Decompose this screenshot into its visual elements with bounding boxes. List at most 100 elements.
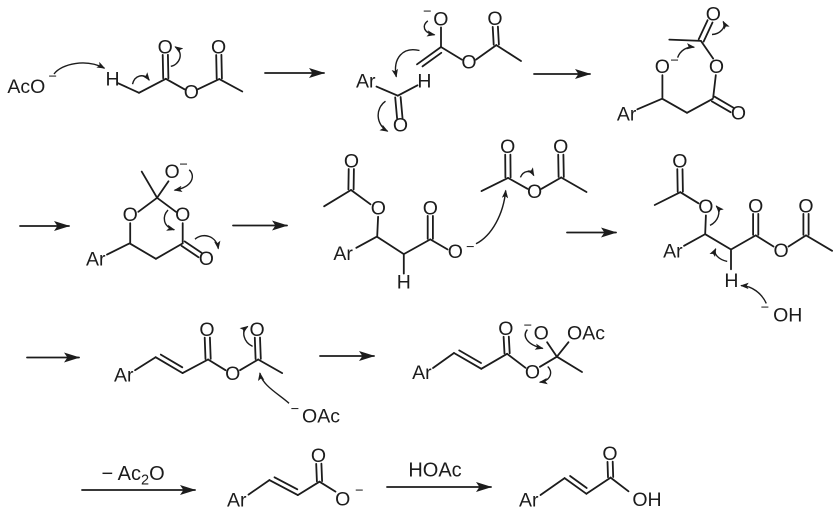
s5-curved-arrow-C-to-Omid: [519, 167, 535, 178]
structure-10-cinnamic-acid: Ar O OH: [519, 443, 662, 511]
bond: [805, 234, 833, 252]
s4-label-O-carbonyl: O: [199, 248, 214, 270]
bond: [668, 38, 702, 42]
s5-label-O-carboxylate: O: [448, 241, 463, 263]
bond: [702, 21, 714, 43]
bond: [606, 460, 609, 479]
bond: [704, 233, 732, 251]
bond: [355, 235, 378, 249]
s8-curved-arrow-CO-to-O: [538, 365, 552, 385]
s6-label-O-carbonyl: O: [748, 195, 763, 217]
bond: [563, 477, 588, 495]
s2-label-O-enolate: O: [433, 9, 448, 31]
bond: [491, 25, 495, 46]
bond: [320, 462, 324, 483]
bond: [268, 479, 299, 497]
s6-label-O-ester: O: [698, 196, 713, 218]
bond: [220, 53, 223, 80]
s1-charge-minus: −: [48, 69, 56, 85]
s6-curved-arrow-OH-to-H: [740, 282, 767, 304]
s7-label-O-acetyl: O: [250, 319, 265, 341]
bond: [495, 44, 522, 62]
s2-label-O-aldehyde: O: [393, 115, 408, 137]
s7-label-acetate: OAc: [302, 406, 340, 428]
s10-label-Ar: Ar: [519, 489, 539, 511]
structure-4-cyclic-alkoxide: O − O O Ar O: [86, 157, 221, 270]
bond: [556, 355, 583, 373]
bond: [585, 476, 612, 495]
s6-label-O-acetyl2: O: [798, 195, 813, 217]
bond: [273, 476, 299, 491]
bond: [207, 358, 227, 372]
bond: [453, 352, 483, 370]
bond: [679, 191, 700, 205]
bond: [154, 242, 184, 260]
bond: [296, 480, 321, 497]
s7-label-O-carbonyl: O: [199, 319, 214, 341]
bond: [507, 176, 529, 190]
bond: [700, 40, 715, 60]
bond: [686, 97, 714, 114]
s4-label-O-ring-left: O: [123, 204, 138, 226]
bond: [556, 341, 570, 358]
bond: [376, 235, 405, 256]
s2-label-Ar: Ar: [356, 70, 376, 92]
s4-label-O-ring-right: O: [175, 204, 190, 226]
s3-label-O-alkoxide: O: [655, 56, 670, 78]
bond: [399, 96, 404, 119]
s5-label-O-ac2o-left: O: [500, 136, 515, 158]
s2-curved-arrow-CC-to-C: [391, 49, 420, 78]
bond: [506, 352, 527, 369]
bond: [560, 176, 588, 193]
s8-curved-arrow-alkoxide-to-C: [524, 329, 544, 350]
bond: [208, 336, 212, 360]
bond: [376, 215, 380, 238]
bond: [683, 233, 706, 247]
structure-1-anhydride-deprotonation: AcO − H O O O: [7, 36, 244, 104]
s4-curved-arrow-alkoxide-to-C: [173, 169, 193, 193]
s5-label-O-ac2o-right: O: [553, 136, 568, 158]
bond: [653, 191, 682, 206]
bond: [507, 335, 511, 355]
bond: [156, 196, 177, 213]
s2-label-O-ester: O: [461, 52, 476, 74]
bond: [704, 214, 707, 235]
bond: [713, 95, 735, 109]
bond: [787, 234, 807, 248]
bond: [546, 341, 558, 358]
bond: [416, 46, 442, 66]
reagent-labels: − Ac2O HOAc: [102, 460, 462, 489]
s6-label-O-anhydride: O: [774, 240, 789, 262]
bond: [502, 335, 506, 355]
s8-label-O-alkoxide: O: [534, 322, 549, 344]
s9-label-O-carboxylate: O: [335, 488, 350, 510]
s4-curved-arrow-ring-O: [163, 209, 176, 231]
s3-charge-minus: −: [670, 53, 678, 69]
s8-charge-minus: −: [524, 318, 532, 334]
bond: [203, 336, 207, 361]
s6-charge-minus-hydroxide: −: [761, 300, 769, 316]
s8-label-OAc: OAc: [567, 322, 605, 344]
bond: [247, 479, 271, 496]
s4-label-O-alkoxide: O: [165, 161, 180, 183]
bond: [375, 85, 399, 97]
bond: [540, 176, 563, 190]
bond: [440, 46, 463, 61]
s8-label-O-ester: O: [525, 362, 540, 384]
s1-label-O-carbonyl1: O: [158, 36, 173, 58]
s1-curved-arrow-CO-to-O: [170, 46, 184, 67]
s7-curved-arrow-CO-to-O: [239, 325, 253, 348]
structure-6-mixed-anhydride-elimination: O O Ar H O O O − OH: [653, 151, 833, 327]
bond: [569, 475, 588, 489]
bond: [253, 336, 257, 361]
bond: [166, 53, 170, 80]
bond: [539, 477, 566, 496]
s5-label-H: H: [397, 272, 411, 294]
bond: [611, 460, 615, 478]
bond: [711, 100, 732, 114]
s6-label-Ar: Ar: [663, 240, 683, 262]
s9-label-O-carbonyl: O: [311, 445, 326, 467]
bond: [712, 74, 717, 99]
